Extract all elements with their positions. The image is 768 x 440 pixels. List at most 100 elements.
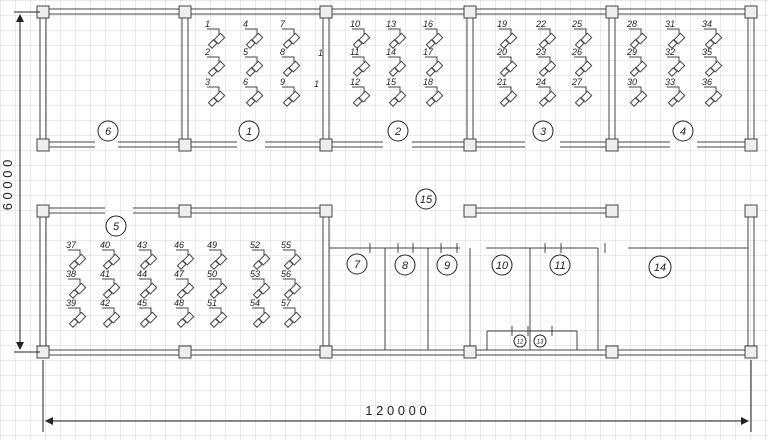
room-marker: 6 xyxy=(97,120,119,142)
chair-icon xyxy=(102,260,113,270)
workstation-number: 48 xyxy=(174,298,184,308)
room-marker-circle xyxy=(238,120,260,142)
workstation-number: 51 xyxy=(207,298,217,308)
workstation: 55 xyxy=(281,240,302,270)
workstation-number: 32 xyxy=(665,47,675,57)
room-marker: 2 xyxy=(387,120,409,142)
room-number: 5 xyxy=(113,221,120,233)
workstation: 1 xyxy=(205,19,226,49)
workstation-number: 43 xyxy=(137,240,147,250)
room-number: 4 xyxy=(680,126,686,138)
chair-icon xyxy=(352,39,363,49)
walls xyxy=(39,8,755,356)
workstation: 33 xyxy=(665,77,686,107)
chair-icon xyxy=(176,289,187,299)
workstation-number: 27 xyxy=(571,77,583,87)
dimension-lines xyxy=(14,11,752,432)
workstation: 19 xyxy=(497,19,518,49)
workstation-number: 5 xyxy=(243,47,249,57)
workstation: 57 xyxy=(281,298,302,328)
room-number: 3 xyxy=(540,126,547,138)
chair-icon xyxy=(139,289,150,299)
workstation: 45 xyxy=(137,298,158,328)
room-number: 7 xyxy=(354,259,361,271)
room-number: 6 xyxy=(105,126,112,138)
chair-icon xyxy=(425,97,436,107)
workstation-number: 55 xyxy=(281,240,292,250)
workstation-number: 40 xyxy=(100,240,110,250)
chair-icon xyxy=(499,67,510,77)
workstation-number: 46 xyxy=(174,240,184,250)
workstation-number: 17 xyxy=(423,47,434,57)
workstation-number: 23 xyxy=(535,47,546,57)
chair-icon xyxy=(282,67,293,77)
workstation: 15 xyxy=(386,77,407,107)
room-number: 2 xyxy=(394,126,401,138)
workstation-number: 14 xyxy=(386,47,396,57)
horizontal-dimension-label: 1 2 0 0 0 0 xyxy=(365,403,426,418)
chair-icon xyxy=(704,97,715,107)
workstation-number: 33 xyxy=(665,77,675,87)
chair-icon xyxy=(282,97,293,107)
chair-icon xyxy=(704,39,715,49)
room-marker: 15 xyxy=(415,188,437,210)
stray-label: 1 xyxy=(318,48,323,58)
workstation-number: 41 xyxy=(100,269,110,279)
chair-icon xyxy=(499,97,510,107)
workstation-number: 13 xyxy=(386,19,396,29)
room-marker: 13 xyxy=(533,334,547,348)
chair-icon xyxy=(574,67,585,77)
room-marker-circle xyxy=(346,253,368,275)
workstation: 56 xyxy=(281,269,302,299)
chair-icon xyxy=(283,260,294,270)
workstation-number: 39 xyxy=(66,298,76,308)
workstation-number: 25 xyxy=(571,19,583,29)
room-marker-circle xyxy=(97,120,119,142)
workstation-number: 20 xyxy=(496,47,507,57)
workstation: 5 xyxy=(243,47,264,77)
room-marker-circle xyxy=(672,120,694,142)
chair-icon xyxy=(252,260,263,270)
structural-columns xyxy=(36,5,758,359)
workstation: 14 xyxy=(386,47,407,77)
chair-icon xyxy=(425,39,436,49)
chair-icon xyxy=(629,97,640,107)
workstation: 28 xyxy=(626,19,648,49)
room-marker: 14 xyxy=(648,255,672,279)
chair-icon xyxy=(629,39,640,49)
workstation: 53 xyxy=(250,269,271,299)
chair-icon xyxy=(209,289,220,299)
workstation-number: 16 xyxy=(423,19,433,29)
workstation-number: 57 xyxy=(281,298,292,308)
workstation-number: 30 xyxy=(627,77,637,87)
workstation: 24 xyxy=(535,77,557,107)
room-marker-circle xyxy=(533,334,547,348)
workstation: 12 xyxy=(350,77,371,107)
room-marker: 7 xyxy=(346,253,368,275)
workstation: 11 xyxy=(350,47,371,77)
chair-icon xyxy=(667,67,678,77)
stray-labels: 1 1 xyxy=(314,48,323,89)
room-number: 10 xyxy=(496,260,509,272)
room-marker-circle xyxy=(513,334,527,348)
chair-icon xyxy=(252,318,263,328)
room-marker-circle xyxy=(549,254,571,276)
workstation: 29 xyxy=(626,47,648,77)
chair-icon xyxy=(207,67,218,77)
workstation: 41 xyxy=(100,269,121,299)
chair-icon xyxy=(209,260,220,270)
room-number: 9 xyxy=(444,260,450,272)
workstation-number: 22 xyxy=(535,19,546,29)
workstation: 4 xyxy=(243,19,264,49)
chair-icon xyxy=(283,289,294,299)
workstation: 27 xyxy=(571,77,593,107)
room-marker-circle xyxy=(394,254,416,276)
chair-icon xyxy=(102,318,113,328)
workstation-number: 26 xyxy=(571,47,582,57)
room-marker: 1 xyxy=(238,120,260,142)
chair-icon xyxy=(538,97,549,107)
room-marker-circle xyxy=(105,215,127,237)
workstation-number: 35 xyxy=(702,47,713,57)
workstation: 17 xyxy=(423,47,444,77)
